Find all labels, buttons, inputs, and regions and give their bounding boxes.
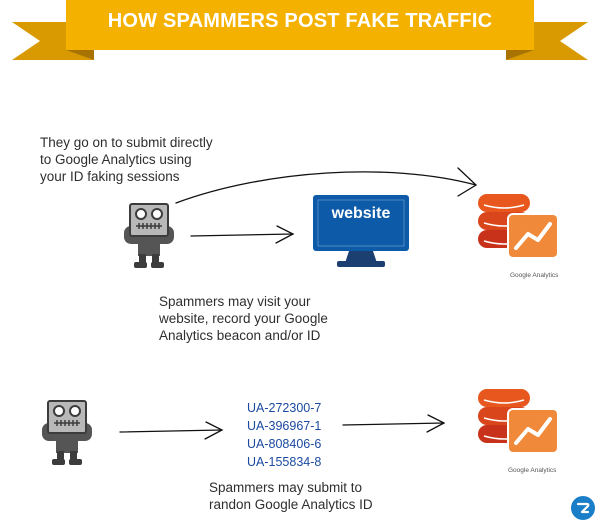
- ua-id: UA-396967-1: [247, 419, 322, 433]
- banner-main: [66, 0, 534, 50]
- caption-random-id: Spammers may submit to randon Google Ana…: [209, 480, 373, 512]
- robot-icon: [42, 400, 92, 465]
- ua-id: UA-808406-6: [247, 437, 322, 451]
- title-banner: [12, 0, 588, 60]
- brand-logo-icon: [571, 496, 595, 520]
- website-label: website: [331, 205, 391, 222]
- ua-id: UA-272300-7: [247, 401, 322, 415]
- google-analytics-label: Google Analytics: [510, 272, 559, 279]
- robot-icon: [124, 203, 174, 268]
- ua-id-list: UA-272300-7 UA-396967-1 UA-808406-6 UA-1…: [247, 399, 321, 471]
- arrow-ids-to-analytics: [342, 422, 445, 426]
- google-analytics-icon: [478, 389, 559, 454]
- page-title: HOW SPAMMERS POST FAKE TRAFFIC: [107, 10, 493, 32]
- monitor-icon: [313, 195, 409, 267]
- arrow-direct-to-analytics: [175, 171, 477, 204]
- caption-visit-website: Spammers may visit your website, record …: [159, 294, 328, 343]
- ua-id: UA-155834-8: [247, 455, 322, 469]
- arrow-robot-to-ids: [119, 429, 223, 433]
- arrow-robot-to-website: [190, 233, 294, 237]
- google-analytics-label: Google Analytics: [508, 467, 557, 474]
- google-analytics-icon: [478, 194, 559, 259]
- caption-submit-direct: They go on to submit directly to Google …: [40, 135, 213, 184]
